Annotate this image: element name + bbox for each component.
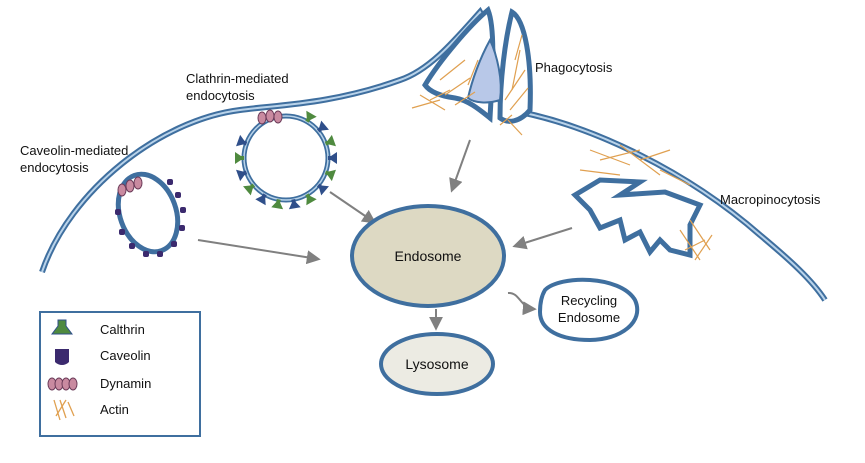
caveolin-icon bbox=[55, 349, 69, 365]
clathrin-icon bbox=[51, 319, 73, 335]
phagocytosis-label: Phagocytosis bbox=[535, 60, 613, 75]
caveolin-subunit bbox=[129, 243, 135, 249]
legend-label-caveolin: Caveolin bbox=[100, 348, 151, 363]
arrow-macropinocytosis-to-endosome bbox=[512, 227, 573, 250]
legend-label-dynamin: Dynamin bbox=[100, 376, 151, 391]
clathrin-subunit bbox=[271, 199, 284, 210]
arrow-clathrin-to-endosome bbox=[329, 191, 377, 224]
caveolin-subunit bbox=[171, 241, 177, 247]
endosome: Endosome bbox=[350, 204, 506, 308]
caveolin-subunit bbox=[143, 251, 149, 257]
clathrin-subunit bbox=[316, 183, 329, 196]
clathrin-subunit bbox=[235, 152, 244, 164]
recycling-label-line2: Endosome bbox=[558, 310, 620, 325]
phagocytosis-actin bbox=[411, 34, 529, 136]
arrow-caveolin-to-endosome bbox=[197, 239, 321, 265]
dynamin-icon bbox=[47, 377, 78, 391]
lysosome-label: Lysosome bbox=[405, 356, 469, 372]
caveolin-pathway-label-line2: endocytosis bbox=[20, 160, 89, 175]
clathrin-subunit bbox=[324, 134, 336, 147]
macropinocytosis-actin bbox=[579, 144, 713, 261]
clathrin-pathway-label-line2: endocytosis bbox=[186, 88, 255, 103]
caveolin-subunit bbox=[180, 207, 186, 213]
clathrin-pathway-label-line1: Clathrin-mediated bbox=[186, 71, 289, 86]
recycling-endosome: Recycling Endosome bbox=[537, 277, 640, 343]
lysosome: Lysosome bbox=[379, 332, 495, 396]
caveolin-dynamin-ring bbox=[117, 176, 143, 197]
macropinocytosis-label: Macropinocytosis bbox=[720, 192, 821, 207]
caveolin-subunit bbox=[175, 192, 181, 198]
clathrin-subunit bbox=[328, 152, 337, 164]
clathrin-subunit bbox=[324, 169, 336, 182]
caveolin-subunit bbox=[119, 229, 125, 235]
clathrin-subunit bbox=[236, 134, 248, 147]
legend-label-actin: Actin bbox=[100, 402, 129, 417]
clathrin-subunit bbox=[243, 183, 256, 196]
legend: Calthrin Caveolin Dynamin Actin bbox=[39, 311, 201, 437]
caveolin-subunit bbox=[167, 179, 173, 185]
macropinocytosis-ruffle bbox=[570, 144, 713, 261]
clathrin-coat bbox=[235, 110, 337, 210]
caveolin-coat bbox=[115, 179, 186, 257]
caveolin-subunit bbox=[115, 209, 121, 215]
clathrin-subunit bbox=[255, 193, 267, 206]
caveolin-subunit bbox=[179, 225, 185, 231]
recycling-label-line1: Recycling bbox=[561, 293, 617, 308]
clathrin-dynamin-ring bbox=[257, 109, 283, 125]
caveolin-pathway-label-line1: Caveolin-mediated bbox=[20, 143, 128, 158]
phagocytosed-particle bbox=[466, 37, 502, 104]
caveolin-vesicle bbox=[115, 171, 186, 257]
clathrin-coated-vesicle bbox=[235, 109, 337, 210]
caveolin-subunit bbox=[157, 251, 163, 257]
pathway-arrows bbox=[197, 139, 573, 331]
arrow-phagocytosis-to-endosome bbox=[449, 139, 471, 193]
phagocytosis-cup bbox=[411, 5, 533, 136]
clathrin-subunit bbox=[305, 193, 317, 206]
actin-icon bbox=[53, 399, 75, 421]
arrow-endosome-to-recycling bbox=[507, 292, 537, 316]
clathrin-subunit bbox=[316, 120, 329, 133]
clathrin-subunit bbox=[236, 169, 248, 182]
endosome-label: Endosome bbox=[395, 248, 462, 264]
clathrin-subunit bbox=[305, 110, 317, 123]
clathrin-subunit bbox=[288, 199, 301, 210]
legend-label-clathrin: Calthrin bbox=[100, 322, 145, 337]
